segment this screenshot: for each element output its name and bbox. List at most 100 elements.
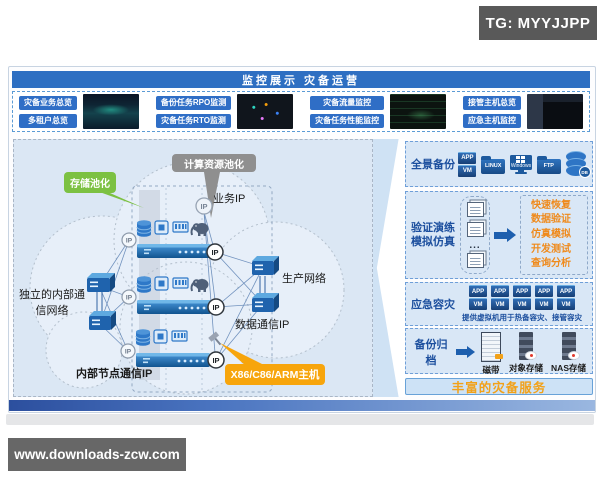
dr-services-footer: 丰富的灾备服务 [405,378,593,395]
vm-badge: VM [557,298,575,310]
monitor-screen: Windows [509,154,532,170]
storage-tower-icon [519,332,538,360]
tg-watermark: TG: MYYJJPP [479,6,597,40]
section-panoramic-backup: 全景备份 APP VM LINUX Windows [405,141,593,187]
nas-storage-label: NAS存储 [551,363,586,373]
page-shadow [6,414,594,425]
storage-callout-tail [94,190,144,208]
ftp-folder-icon: FTP [536,155,561,174]
vm-badge: VM [491,298,509,310]
document-icon [466,222,484,238]
memory-icon [172,277,189,289]
drill-title-line1: 验证演练 [411,222,455,234]
tape-library-icon [481,332,503,362]
db-badge: DB [578,166,591,178]
db-disc [565,158,586,169]
switch-icon [252,293,279,312]
dashboard-thumbnail-2 [237,94,294,129]
monitor-strip: 灾备业务总览 多租户总览 备份任务RPO监测 灾备任务RTO监测 灾备流量监控 … [12,91,590,132]
compute-callout-tail [204,172,220,218]
dr-services-panel: 全景备份 APP VM LINUX Windows [405,139,593,397]
btn-emergency-host-monitor[interactable]: 应急主机监控 [462,113,521,128]
btn-dr-rto-monitor[interactable]: 灾备任务RTO监测 [155,113,232,128]
btn-takeover-host-overview[interactable]: 接管主机总览 [462,95,521,110]
object-storage-label: 对象存储 [509,363,544,373]
db-disc [565,151,586,162]
btn-dr-task-performance[interactable]: 灾备任务性能监控 [310,113,385,128]
strip-group-business: 灾备业务总览 多租户总览 [19,94,139,129]
switch-icon [252,256,279,275]
btn-backup-rpo-monitor[interactable]: 备份任务RPO监测 [155,95,232,110]
switch-icon [87,273,115,292]
emergency-caption: 提供虚拟机用于热备容灾、接管容灾 [462,313,582,322]
tape-label: 磁带 [482,365,500,375]
memory-icon [172,221,189,233]
status-indicator [567,351,580,360]
internal-network-line2: 信网络 [35,305,69,317]
drill-item: 快速恢复 [531,199,571,211]
right-arrow-icon [494,228,516,242]
svg-text:IP: IP [212,356,219,365]
cpu-icon [154,276,169,291]
windows-label: Windows [510,162,532,169]
app-badge: APP [458,151,477,164]
archive-section-title: 备份归档 [414,338,448,367]
maintenance-hammer-icon [208,331,222,346]
ellipsis: ... [469,239,481,251]
document-icon [466,252,484,268]
nas-storage-item: NAS存储 [551,332,586,374]
database-icon [135,329,151,346]
section-backup-archive: 备份归档 磁带 对象存储 NAS存储 [405,328,593,375]
btn-dr-traffic-monitor[interactable]: 灾备流量监控 [310,95,385,110]
svg-text:IP: IP [200,202,207,211]
backup-icons: APP VM LINUX Windows FTP [456,151,591,178]
database-icon [136,276,152,293]
database-icon [136,220,152,237]
resource-pool-zone [131,185,273,393]
app-badge: APP [535,285,553,297]
svg-text:IP: IP [212,303,219,312]
drill-section-title: 验证演练 模拟仿真 [410,221,456,249]
emergency-section-title: 应急容灾 [411,299,455,311]
cpu-icon [154,220,169,235]
windows-monitor-icon: Windows [509,154,532,174]
network-cloud-diagram: IP IP IP IP IP IP IP [29,161,345,395]
opengauss-elephant-icon [190,279,209,292]
strip-group-traffic: 灾备流量监控 灾备任务性能监控 [310,94,447,129]
cloud-network-panel: IP IP IP IP IP IP IP 存储池化 计算资源池化 X86/C8 [13,139,373,397]
btn-multitenant-overview[interactable]: 多租户总览 [19,113,77,128]
storage-pool-callout: 存储池化 [64,172,116,193]
database-stack-icon: DB [565,151,591,178]
btn-dr-business-overview[interactable]: 灾备业务总览 [19,95,77,110]
vm-badge: VM [513,298,531,310]
server-node [136,353,210,367]
app-vm-icon: APP VM [458,151,477,177]
strip-group-rpo-rto: 备份任务RPO监测 灾备任务RTO监测 [155,94,294,129]
drill-use-cases: 快速恢复 数据验证 仿真模拟 开发测试 查询分析 [520,195,588,275]
svg-text:IP: IP [126,238,133,245]
svg-text:IP: IP [126,295,133,302]
app-badge: APP [557,285,575,297]
drill-item: 仿真模拟 [531,228,571,240]
chevron-shape [373,139,399,397]
vm-badge: VM [458,164,477,177]
hosts-callout-tail [220,343,266,366]
internal-network-line1: 独立的内部通 [19,289,85,301]
right-arrow-icon [456,345,475,358]
backup-section-title: 全景备份 [411,159,455,171]
status-indicator [525,351,538,360]
storage-tower-icon [561,332,580,360]
compute-pool-callout: 计算资源池化 [172,154,256,172]
db-disc [565,165,586,176]
vm-badge: VM [469,298,487,310]
strip-buttons: 接管主机总览 应急主机监控 [462,95,521,128]
dashboard-thumbnail-4 [526,94,583,129]
monitor-stand [517,169,524,172]
drill-item: 查询分析 [531,258,571,270]
